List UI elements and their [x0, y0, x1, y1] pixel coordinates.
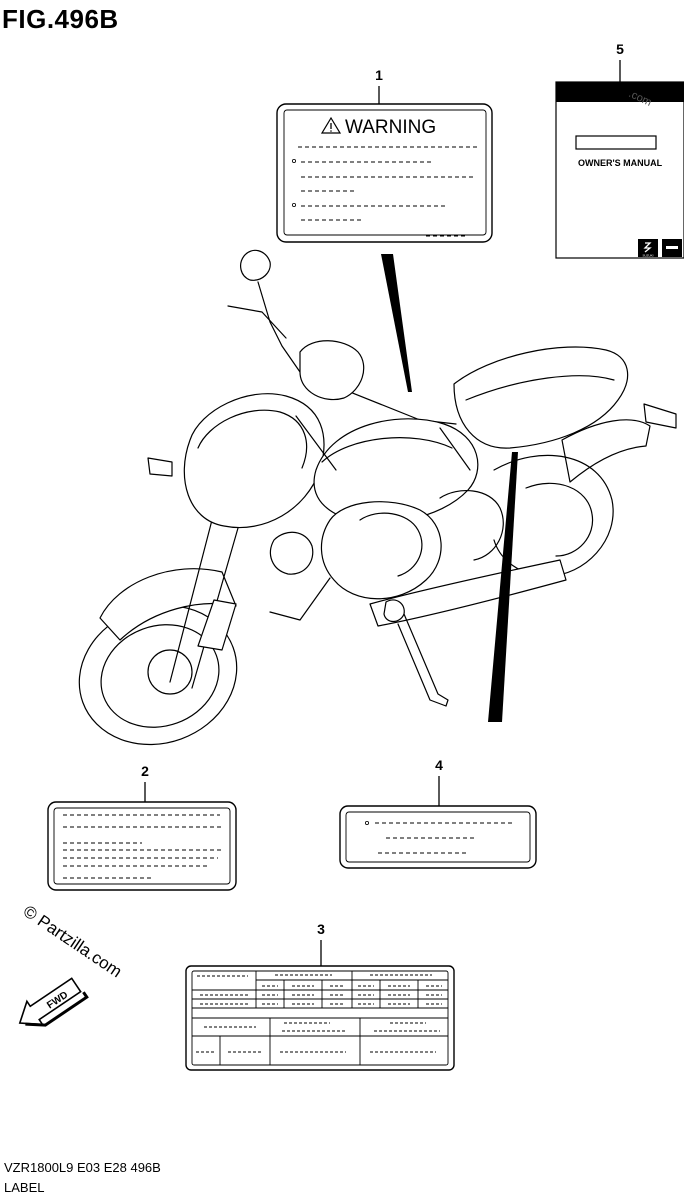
label-part-4: [339, 805, 537, 869]
leader-line-5: [488, 452, 518, 722]
svg-text:SUZUKI: SUZUKI: [642, 254, 653, 258]
callout-1: 1: [375, 67, 383, 104]
bullet-icon: [364, 821, 369, 826]
warning-label-text-lines: [298, 146, 478, 237]
owners-manual-part: .com OWNER'S MANUAL SUZUKI: [555, 81, 684, 259]
owners-manual-title: OWNER'S MANUAL: [578, 158, 663, 168]
figure-label: LABEL: [4, 1180, 45, 1195]
motorcycle-illustration: [78, 249, 677, 746]
warning-label-title: WARNING: [345, 117, 436, 138]
model-code: VZR1800L9 E03 E28 496B: [4, 1160, 161, 1175]
callout-3: 3: [317, 921, 325, 966]
label-part-2: [47, 801, 237, 891]
callout-number-5: 5: [616, 41, 624, 57]
callout-number-1: 1: [375, 67, 383, 83]
fwd-arrow-icon: FWD: [18, 977, 89, 1027]
warning-label-part: WARNING: [276, 103, 493, 243]
callout-number-3: 3: [317, 921, 325, 937]
label-part-3: [185, 965, 455, 1071]
leader-line-1: [381, 254, 412, 392]
callout-number-2: 2: [141, 763, 149, 779]
callout-number-4: 4: [435, 757, 443, 773]
partzilla-watermark: © Partzilla.com: [20, 902, 126, 982]
callout-5: 5: [616, 41, 624, 82]
figure-title: FIG.496B: [2, 4, 119, 34]
bullet-icon: [291, 202, 296, 207]
bullet-icon: [291, 158, 296, 163]
callout-4: 4: [435, 757, 443, 806]
suzuki-logo-icon: SUZUKI: [638, 239, 658, 258]
warning-triangle-icon: [320, 116, 342, 134]
callout-2: 2: [141, 763, 149, 802]
